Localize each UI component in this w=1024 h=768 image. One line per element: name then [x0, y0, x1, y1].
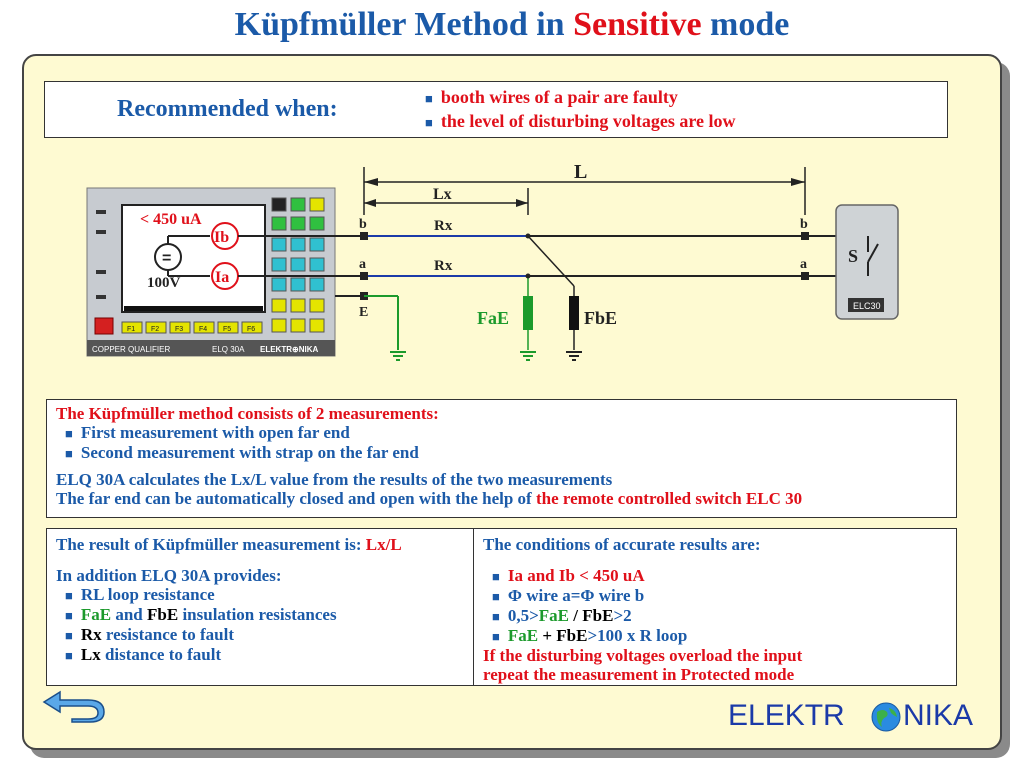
method-item: ■Second measurement with strap on the fa… — [65, 443, 419, 462]
elektronika-logo: ELEKTR NIKA — [728, 695, 988, 737]
condition-item: ■Ia and Ib < 450 uA — [492, 566, 645, 585]
page-title: Küpfmüller Method in Sensitive mode — [0, 6, 1024, 44]
bullet-icon: ■ — [65, 608, 73, 623]
conditions-heading: The conditions of accurate results are: — [483, 535, 761, 554]
globe-icon — [871, 702, 901, 732]
method-box: The Küpfmüller method consists of 2 meas… — [46, 399, 957, 518]
recommended-item: ■booth wires of a pair are faulty — [425, 87, 678, 107]
method-line1: ELQ 30A calculates the Lx/L value from t… — [56, 470, 613, 489]
bullet-icon: ■ — [425, 115, 433, 130]
bullet-icon: ■ — [492, 629, 500, 644]
provides-item: ■RL loop resistance — [65, 585, 215, 604]
bullet-icon: ■ — [492, 609, 500, 624]
back-arrow-icon[interactable] — [38, 686, 110, 724]
bullet-icon: ■ — [65, 628, 73, 643]
method-line2: The far end can be automatically closed … — [56, 489, 803, 508]
condition-item: ■FaE + FbE>100 x R loop — [492, 626, 688, 645]
provides-item: ■Lx distance to fault — [65, 645, 222, 664]
results-right-column: The conditions of accurate results are: … — [473, 529, 956, 685]
bullet-icon: ■ — [492, 569, 500, 584]
condition-item: ■Φ wire a=Φ wire b — [492, 586, 645, 605]
method-item: ■First measurement with open far end — [65, 423, 350, 442]
provides-heading: In addition ELQ 30A provides: — [56, 566, 282, 585]
provides-item: ■Rx resistance to fault — [65, 625, 234, 644]
recommended-item: ■the level of disturbing voltages are lo… — [425, 111, 736, 131]
method-heading: The Küpfmüller method consists of 2 meas… — [56, 404, 439, 423]
title-highlight: Sensitive — [573, 6, 702, 43]
bullet-icon: ■ — [492, 589, 500, 604]
bullet-icon: ■ — [65, 446, 73, 461]
results-box: The result of Küpfmüller measurement is:… — [46, 528, 957, 686]
provides-item: ■FaE and FbE insulation resistances — [65, 605, 337, 624]
elc30-highlight: the remote controlled switch ELC 30 — [535, 489, 803, 508]
bullet-icon: ■ — [65, 426, 73, 441]
bullet-icon: ■ — [425, 91, 433, 106]
logo-left: ELEKTR — [728, 699, 845, 732]
condition-note: If the disturbing voltages overload the … — [483, 646, 803, 665]
bullet-icon: ■ — [65, 648, 73, 663]
bullet-icon: ■ — [65, 588, 73, 603]
result-value: Lx/L — [365, 535, 402, 554]
recommended-label: Recommended when: — [117, 96, 338, 122]
title-text-1: Küpfmüller Method in — [234, 6, 574, 43]
logo-right: NIKA — [903, 699, 974, 732]
recommended-box: Recommended when: ■booth wires of a pair… — [44, 81, 948, 138]
recommended-list: ■booth wires of a pair are faulty ■the l… — [425, 86, 736, 134]
condition-note: repeat the measurement in Protected mode — [483, 665, 795, 684]
title-text-2: mode — [701, 6, 790, 43]
results-left-column: The result of Küpfmüller measurement is:… — [47, 529, 473, 685]
result-line: The result of Küpfmüller measurement is:… — [56, 535, 402, 554]
condition-item: ■0,5>FaE / FbE>2 — [492, 606, 632, 625]
